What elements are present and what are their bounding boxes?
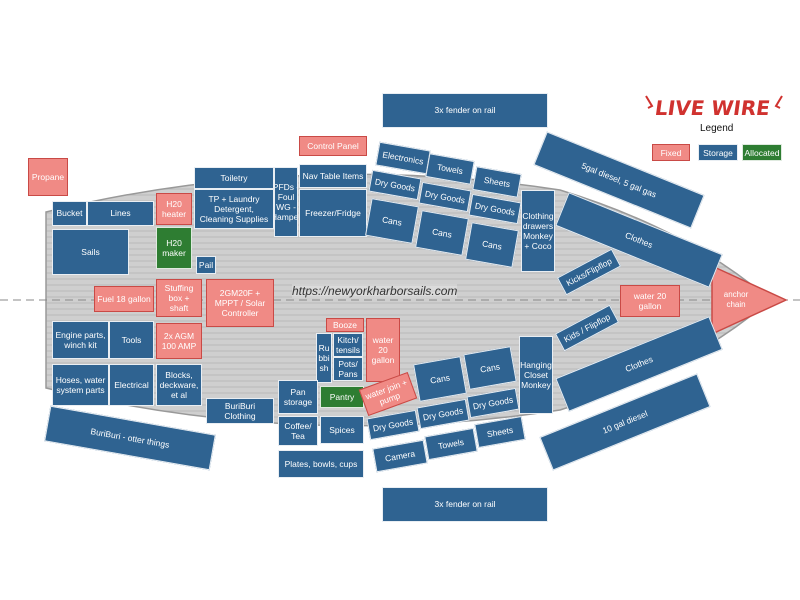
legend-fixed: Fixed — [652, 144, 690, 161]
cans-top-2: Cans — [415, 210, 469, 256]
control-panel: Control Panel — [299, 136, 367, 156]
fuel-tank: Fuel 18 gallon — [94, 286, 154, 312]
water-20-gallon-bow: water 20 gallon — [620, 285, 680, 317]
watermark-url: https://newyorkharborsails.com — [292, 284, 458, 298]
pfds: PFDs - Foul WG - Hamper — [274, 167, 298, 237]
booze: Booze — [326, 318, 364, 332]
freezer-fridge: Freezer/Fridge — [299, 189, 367, 237]
fender-bottom: 3x fender on rail — [382, 487, 548, 522]
hoses: Hoses, water system parts — [52, 364, 109, 406]
legend-storage: Storage — [698, 144, 738, 161]
pantry: Pantry — [320, 386, 364, 408]
electrical: Electrical — [109, 364, 154, 406]
rubbish: Ru bbi sh — [316, 333, 332, 383]
legend-title: Legend — [700, 123, 734, 134]
cans-top-1: Cans — [365, 198, 419, 244]
stuffing-box: Stuffing box + shaft — [156, 279, 202, 317]
pots-pans: Pots/ Pans — [333, 357, 363, 381]
sails: Sails — [52, 229, 129, 275]
tools: Tools — [109, 321, 154, 359]
spices: Spices — [320, 416, 364, 444]
legend-allocated: Allocated — [742, 144, 782, 161]
tp-laundry: TP + Laundry Detergent, Cleaning Supplie… — [194, 189, 274, 229]
fender-top: 3x fender on rail — [382, 93, 548, 128]
h2o-maker: H20 maker — [156, 227, 192, 269]
live-wire-logo: LIVE WIRE — [645, 95, 783, 120]
bucket: Bucket — [52, 201, 87, 226]
propane: Propane — [28, 158, 68, 196]
buriburi-clothing: BuriBuri Clothing — [206, 398, 274, 424]
clothing-drawers: Clothing drawers Monkey + Coco — [521, 190, 555, 272]
plates-bowls-cups: Plates, bowls, cups — [278, 450, 364, 478]
hanging-closet: Hanging Closet Monkey — [519, 336, 553, 414]
coffee-tea: Coffee/ Tea — [278, 416, 318, 446]
bow-triangle — [711, 264, 788, 336]
lines: Lines — [87, 201, 154, 226]
anchor-chain: anchor chain — [723, 290, 749, 309]
logo-text: LIVE WIRE — [653, 96, 771, 120]
water-20-gallon-galley: water 20 gallon — [366, 318, 400, 382]
cans-top-3: Cans — [465, 222, 519, 268]
kitchen-utensils: Kitch/ tensils — [333, 333, 363, 357]
toiletry: Toiletry — [194, 167, 274, 189]
engine-parts: Engine parts, winch kit — [52, 321, 109, 359]
h2o-heater: H20 heater — [156, 193, 192, 225]
blocks-deckware: Blocks, deckware, et al — [156, 364, 202, 406]
nav-table-items: Nav Table Items — [299, 164, 367, 188]
pan-storage: Pan storage — [278, 380, 318, 414]
agm-batteries: 2x AGM 100 AMP — [156, 323, 202, 359]
generator-solar: 2GM20F + MPPT / Solar Controller — [206, 279, 274, 327]
pail: Pail — [196, 256, 216, 274]
